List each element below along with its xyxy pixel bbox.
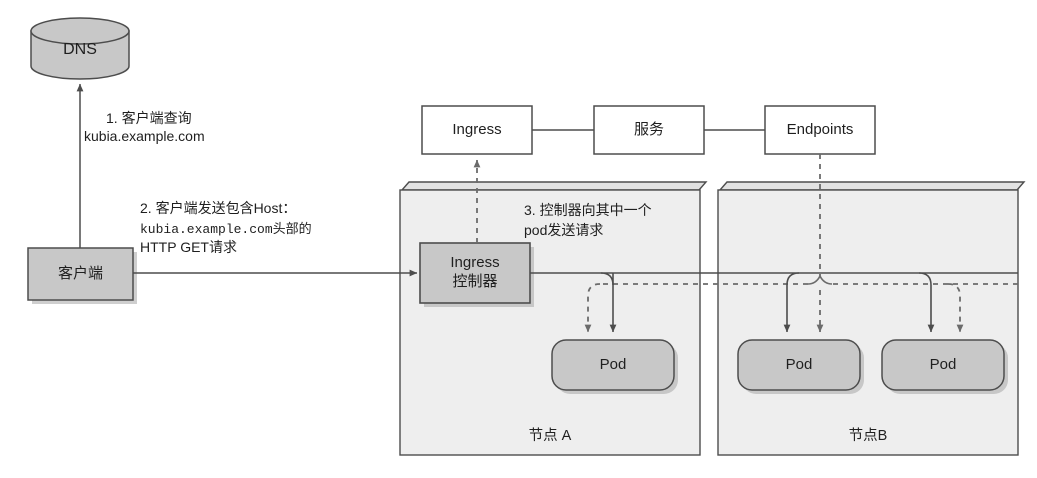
annotation-step-1: 1. 客户端查询 kubia.example.com <box>84 108 205 144</box>
node-b-container <box>717 181 1026 456</box>
annotation-step-2: 2. 客户端发送包含Host： kubia.example.com头部的 HTT… <box>140 198 312 257</box>
solid-branch-to-pod-b2 <box>918 272 935 333</box>
annotation-step-2-line2: kubia.example.com头部的 <box>140 222 312 237</box>
dns-cylinder-shape <box>30 17 130 80</box>
node-a-caption: 节点 A <box>528 428 572 444</box>
client-box-shape <box>27 247 137 304</box>
annotation-step-2-line3: HTTP GET请求 <box>140 239 237 255</box>
node-a-container <box>399 181 708 456</box>
dashed-branch-to-pod-a1 <box>584 283 601 333</box>
annotation-step-2-line1: 2. 客户端发送包含Host： <box>140 200 297 216</box>
node-b-caption: 节点B <box>848 428 888 444</box>
annotation-step-3: 3. 控制器向其中一个 pod发送请求 <box>524 200 652 240</box>
pod-b-1-shape <box>737 339 864 394</box>
pod-b-2-shape <box>881 339 1008 394</box>
ingress-controller-box-shape <box>419 242 534 307</box>
ingress-box-shape <box>421 105 533 155</box>
solid-branch-to-pod-b1 <box>783 272 800 333</box>
annotation-step-3-line2: pod发送请求 <box>524 222 604 238</box>
annotation-step-1-line1: 1. 客户端查询 <box>106 110 192 126</box>
endpoints-box-shape <box>764 105 876 155</box>
node-a-body <box>399 189 701 456</box>
dashed-line-hop <box>807 274 833 285</box>
annotation-step-1-line2: kubia.example.com <box>84 128 205 144</box>
node-b-body <box>717 189 1019 456</box>
node-a-top-face <box>400 181 708 191</box>
pod-a-1-shape <box>551 339 678 394</box>
annotation-step-3-line1: 3. 控制器向其中一个 <box>524 202 652 218</box>
dashed-branch-to-pod-b2 <box>947 283 964 333</box>
node-b-top-face <box>718 181 1026 191</box>
solid-branch-corner-a1 <box>600 272 614 286</box>
service-box-shape <box>593 105 705 155</box>
